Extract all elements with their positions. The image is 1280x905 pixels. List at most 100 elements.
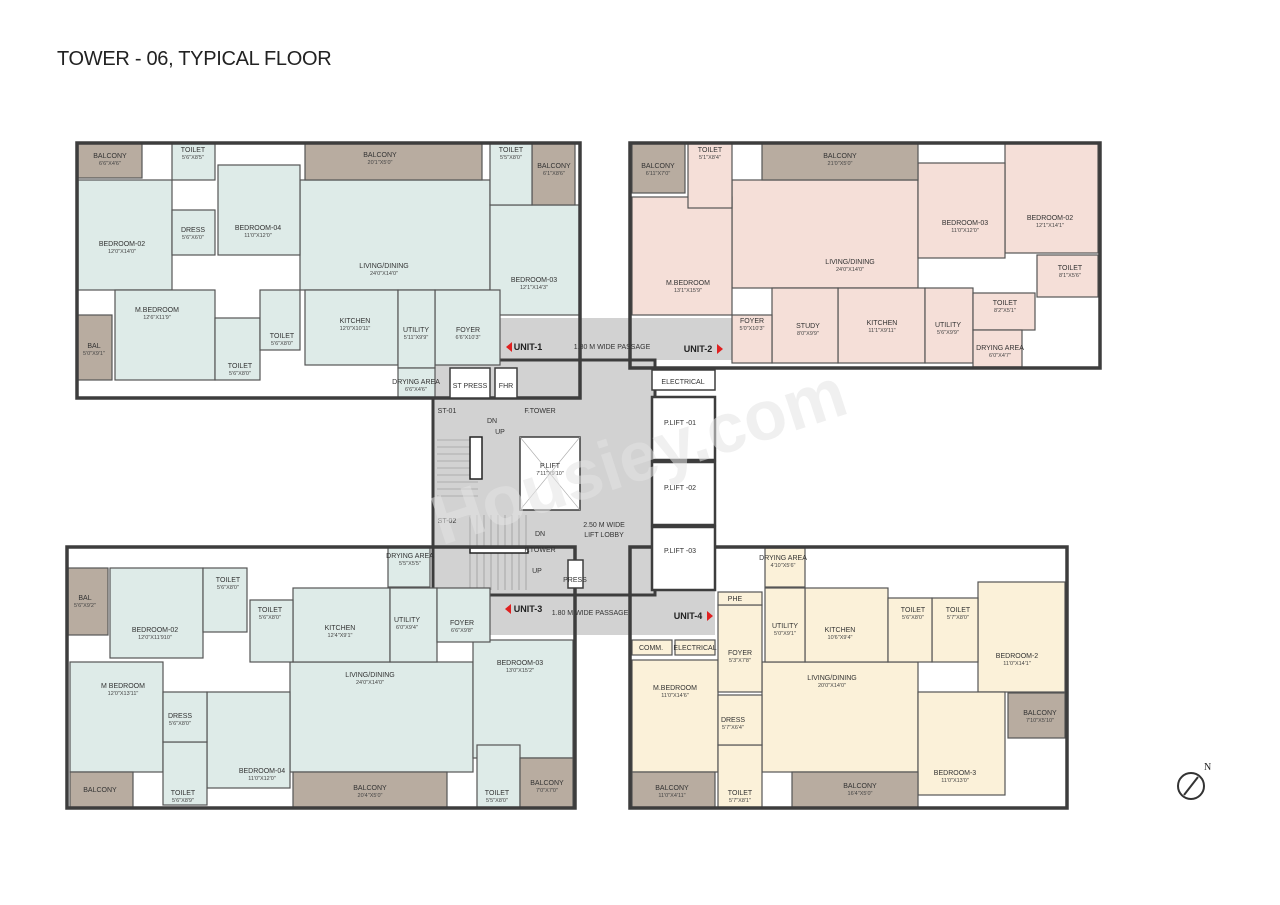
room-bedroom-02	[1004, 142, 1099, 254]
room-dimension: 5'6"X8'0"	[902, 615, 924, 621]
room-name: FOYER	[740, 318, 764, 325]
room-toilet	[1036, 254, 1099, 298]
room-dimension: 11'0"X12'0"	[248, 776, 276, 782]
room-toilet	[489, 142, 533, 206]
room-name: M.BEDROOM	[135, 307, 179, 314]
room-name: TOILET	[499, 147, 524, 154]
core-box-label: P.LIFT -03	[664, 548, 696, 555]
room-dimension: 6'11"X7'0"	[646, 171, 671, 177]
room-name: DRESS	[721, 717, 745, 724]
core-label: 1.80 M WIDE PASSAGE	[574, 344, 651, 351]
room-dimension: 7'10"X5'10"	[1026, 718, 1054, 724]
unit-outer-wall	[65, 545, 577, 810]
room-kitchen	[304, 289, 399, 366]
core-label: UP	[495, 429, 505, 436]
room-foyer	[434, 289, 501, 366]
room-name: TOILET	[258, 607, 283, 614]
room-dimension: 11'0"X13'0"	[941, 778, 969, 784]
room-m-bedroom	[114, 289, 216, 381]
entry-arrow-icon	[506, 342, 512, 352]
room-toilet	[162, 741, 208, 806]
room-dimension: 5'5"X5'5"	[399, 561, 421, 567]
entry-arrow-icon	[707, 611, 713, 621]
core-label: 2.50 M WIDE	[583, 522, 625, 529]
room-name: LIVING/DINING	[345, 672, 394, 679]
stair-well	[469, 436, 483, 480]
room-dimension: 5'3"X7'8"	[729, 658, 751, 664]
room-balcony	[761, 142, 919, 181]
core-box-p-lift-02	[650, 460, 717, 527]
north-compass: N	[1177, 762, 1211, 800]
room-dimension: 7'0"X7'0"	[536, 788, 558, 794]
room-dimension: 5'1"X8'4"	[699, 155, 721, 161]
room-toilet	[931, 597, 979, 663]
room-name: BALCONY	[530, 780, 564, 787]
room-dimension: 5'5"X8'0"	[486, 798, 508, 804]
room-name: BEDROOM-02	[1027, 215, 1073, 222]
room-drying-area	[972, 329, 1023, 368]
room-toilet	[259, 289, 301, 351]
room-dimension: 12'4"X9'1"	[328, 633, 353, 639]
room-name: BALCONY	[655, 785, 689, 792]
room-dimension: 12'1"X14'3"	[520, 285, 548, 291]
room-name: DRESS	[181, 227, 205, 234]
room-name: M.BEDROOM	[666, 280, 710, 287]
core-label: F.TOWER	[524, 408, 555, 415]
room-kitchen	[804, 587, 889, 663]
core-box-label: P.LIFT -02	[664, 485, 696, 492]
compass-label: N	[1204, 762, 1211, 773]
unit-outer-wall	[628, 545, 1069, 810]
room-dimension: 6'6"X9'8"	[451, 628, 473, 634]
core-label: ST-01	[438, 408, 457, 415]
room-name: DRYING AREA	[976, 345, 1024, 352]
room-foyer	[436, 587, 491, 643]
room-kitchen	[292, 587, 391, 663]
room-name: TOILET	[946, 607, 971, 614]
room-dimension: 20'1"X5'0"	[368, 160, 393, 166]
room-name: TOILET	[485, 790, 510, 797]
room-name: KITCHEN	[325, 625, 356, 632]
room-utility	[924, 287, 974, 364]
room-dimension: 12'0"X14'0"	[108, 249, 136, 255]
room-name: M BEDROOM	[101, 683, 145, 690]
room-name: BEDROOM-3	[934, 770, 977, 777]
core-box-label: ELECTRICAL	[661, 379, 704, 386]
room-dimension: 5'7"X8'1"	[729, 798, 751, 804]
core-box-dimension: 7'11"X9'10"	[536, 471, 564, 477]
room-name: BALCONY	[823, 153, 857, 160]
core-box-label: P.LIFT	[540, 463, 561, 470]
core-box-electrical	[651, 369, 716, 391]
unit-entry-label: UNIT-4	[674, 611, 703, 621]
room-dimension: 24'0"X14'0"	[836, 267, 864, 273]
room-name: UTILITY	[394, 617, 420, 624]
room-electrical	[674, 639, 716, 656]
room-name: BEDROOM-03	[497, 660, 543, 667]
room-foyer	[717, 604, 763, 693]
room-dimension: 12'0"X10'11"	[340, 326, 371, 332]
core-label: DN	[535, 531, 545, 538]
room-balcony	[69, 771, 134, 809]
page-title: TOWER - 06, TYPICAL FLOOR	[57, 48, 332, 70]
room-living-dining	[761, 661, 919, 773]
room-dimension: 4'10"X5'6"	[771, 563, 796, 569]
room-name: KITCHEN	[340, 318, 371, 325]
room-balcony	[631, 142, 686, 194]
room-dimension: 5'6"X8'0"	[271, 341, 293, 347]
room-dimension: 5'6"X9'9"	[937, 330, 959, 336]
room-dimension: 13'0"X15'2"	[506, 668, 534, 674]
room-utility	[764, 587, 806, 663]
room-toilet	[202, 567, 248, 633]
room-balcony	[304, 142, 483, 181]
room-bedroom-2	[977, 581, 1066, 693]
room-dimension: 5'6"X8'0"	[259, 615, 281, 621]
unit-entry-label: UNIT-3	[514, 604, 543, 614]
room-name: DRESS	[168, 713, 192, 720]
room-dimension: 5'7"X8'0"	[947, 615, 969, 621]
room-dimension: 8'1"X5'6"	[1059, 273, 1081, 279]
room-bedroom-03	[917, 162, 1006, 259]
room-name: TOILET	[270, 333, 295, 340]
room-dimension: 6'0"X4'7"	[989, 353, 1011, 359]
room-dimension: 6'0"X9'4"	[396, 625, 418, 631]
